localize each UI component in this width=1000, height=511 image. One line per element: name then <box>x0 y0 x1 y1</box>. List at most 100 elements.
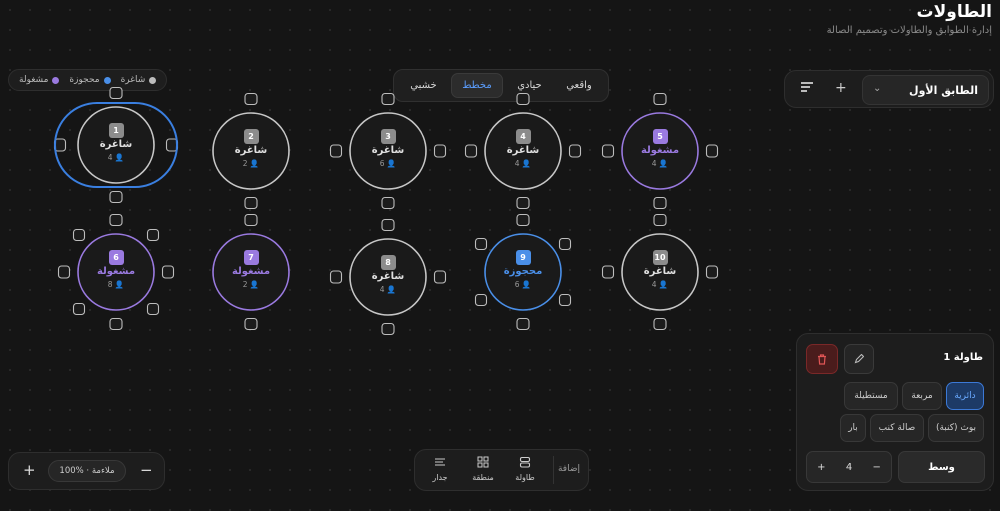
table-icon <box>507 456 543 470</box>
chair <box>72 302 86 316</box>
zoom-out-button[interactable]: − <box>140 461 153 479</box>
chair <box>109 317 123 331</box>
add-table-label: طاولة <box>515 473 535 482</box>
chair <box>516 213 530 227</box>
seat-increase-button[interactable]: + <box>817 461 826 473</box>
chair <box>558 293 572 307</box>
add-zone-button[interactable]: منطقة <box>465 456 501 482</box>
table-number-badge: 9 <box>515 250 531 265</box>
legend-dot-occupied <box>52 76 60 84</box>
table-status-label: شاغرة <box>99 139 133 150</box>
toolbar-divider <box>553 456 554 484</box>
trash-icon <box>818 353 826 365</box>
table-status-label: شاغرة <box>371 271 405 282</box>
table-number: 10 <box>652 250 668 265</box>
tab-neutral[interactable]: حيادي <box>517 80 542 91</box>
chair <box>381 92 395 106</box>
chair <box>146 228 160 242</box>
chevron-down-icon: ⌄ <box>873 83 882 94</box>
chair <box>516 317 530 331</box>
chair <box>653 196 667 210</box>
delete-table-button[interactable] <box>806 344 838 374</box>
position-center-button[interactable]: وسط <box>898 451 985 483</box>
chair <box>433 270 447 284</box>
table-status-label: محجوزة <box>503 266 543 277</box>
legend-label: مشغولة <box>19 75 49 85</box>
chair <box>57 265 71 279</box>
shape-rectangle-button[interactable]: مستطيلة <box>844 382 898 410</box>
tab-realistic[interactable]: واقعي <box>566 80 592 91</box>
table-number-badge: 2 <box>243 129 259 144</box>
shape-square-button[interactable]: مربعة <box>902 382 942 410</box>
table-seat-count: 4 👤 <box>651 159 669 168</box>
table-8 <box>349 238 427 316</box>
table-number: 5 <box>652 129 668 144</box>
chair <box>329 270 343 284</box>
floor-plan-canvas[interactable] <box>0 0 780 350</box>
chair <box>381 196 395 210</box>
legend-label: محجوزة <box>69 75 100 85</box>
table-properties-panel: طاولة 1 دائرية مربعة مستطيلة بوث (كنبة) … <box>796 333 994 491</box>
tab-wooden[interactable]: خشبي <box>410 80 437 91</box>
shape-round-button[interactable]: دائرية <box>946 382 984 410</box>
table-seat-count: 2 👤 <box>242 280 260 289</box>
edit-table-button[interactable] <box>844 344 874 374</box>
legend-item-available: شاغرة <box>121 75 157 85</box>
chair <box>109 213 123 227</box>
table-seat-count: 8 👤 <box>107 280 125 289</box>
page-subtitle: إدارة الطوابق والطاولات وتصميم الصالة <box>826 25 992 36</box>
chair <box>381 218 395 232</box>
table-number-badge: 4 <box>515 129 531 144</box>
type-lounge-button[interactable]: صالة كنب <box>870 414 924 442</box>
table-status-label: مشغولة <box>640 145 680 156</box>
tab-blueprint[interactable]: مخطط <box>451 73 503 98</box>
type-bar-button[interactable]: بار <box>840 414 866 442</box>
table-seat-count: 6 👤 <box>379 159 397 168</box>
table-seat-count: 4 👤 <box>107 153 125 162</box>
chair <box>381 322 395 336</box>
legend-dot-available <box>149 76 157 84</box>
table-number: 2 <box>243 129 259 144</box>
wall-icon <box>422 456 458 470</box>
seat-decrease-button[interactable]: − <box>872 461 881 473</box>
legend-item-occupied: مشغولة <box>19 75 60 85</box>
table-number: 3 <box>380 129 396 144</box>
table-4 <box>484 112 562 190</box>
chair <box>474 293 488 307</box>
table-number-badge: 10 <box>652 250 668 265</box>
chair <box>464 144 478 158</box>
chair <box>705 144 719 158</box>
zoom-in-button[interactable]: + <box>23 461 36 479</box>
table-seat-count: 2 👤 <box>242 159 260 168</box>
add-table-button[interactable]: طاولة <box>507 456 543 482</box>
chair <box>474 237 488 251</box>
floor-select[interactable]: الطابق الأول ⌄ <box>862 75 989 105</box>
table-status-label: شاغرة <box>506 145 540 156</box>
chair <box>653 213 667 227</box>
table-number: 1 <box>108 123 124 138</box>
add-floor-button[interactable]: + <box>835 80 847 96</box>
chair <box>653 317 667 331</box>
sort-icon[interactable] <box>801 82 813 92</box>
add-wall-button[interactable]: جدار <box>422 456 458 482</box>
chair <box>146 302 160 316</box>
table-seat-count: 4 👤 <box>514 159 532 168</box>
table-status-label: مشغولة <box>96 266 136 277</box>
chair <box>516 196 530 210</box>
chair <box>516 92 530 106</box>
chair <box>244 317 258 331</box>
table-6 <box>77 233 155 311</box>
floor-bar: الطابق الأول ⌄ + <box>784 70 994 108</box>
zoom-fit-button[interactable]: 100% · ملاءمة <box>48 460 126 482</box>
chair <box>161 265 175 279</box>
table-number: 4 <box>515 129 531 144</box>
selected-table-title: طاولة 1 <box>943 352 983 363</box>
seat-count-value: 4 <box>845 461 853 473</box>
table-seat-count: 4 👤 <box>651 280 669 289</box>
chair <box>72 228 86 242</box>
table-status-label: مشغولة <box>231 266 271 277</box>
type-booth-button[interactable]: بوث (كنبة) <box>928 414 984 442</box>
chair <box>653 92 667 106</box>
table-number: 8 <box>380 255 396 270</box>
